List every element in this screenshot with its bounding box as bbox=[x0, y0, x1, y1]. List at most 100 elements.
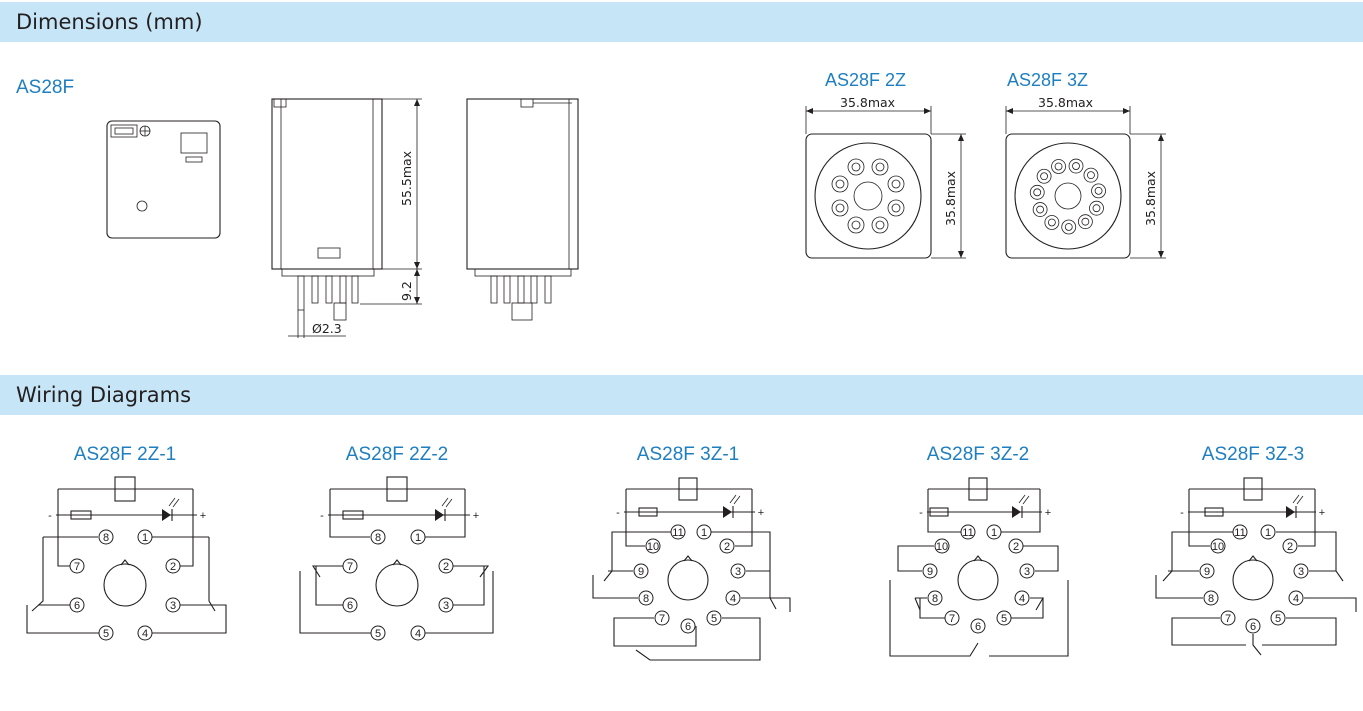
negative-terminal-label: - bbox=[48, 510, 52, 522]
pin-label: 9 bbox=[1204, 566, 1210, 578]
pin-2: 2 bbox=[719, 538, 735, 554]
wiring-title: AS28F 3Z-2 bbox=[927, 444, 1029, 465]
base-2z-title: AS28F 2Z bbox=[825, 70, 906, 90]
pin-3: 3 bbox=[1293, 563, 1309, 579]
base-3z-width-label: 35.8max bbox=[1038, 95, 1093, 110]
pin-label: 1 bbox=[415, 532, 421, 544]
pin-1: 1 bbox=[986, 524, 1002, 540]
base-2z-width-label: 35.8max bbox=[840, 95, 895, 110]
resistor-symbol bbox=[342, 510, 364, 520]
relay-side-view bbox=[466, 98, 579, 321]
pin-8: 8 bbox=[1203, 590, 1219, 606]
pin-1: 1 bbox=[1260, 524, 1276, 540]
pin-label: 6 bbox=[74, 600, 80, 612]
pin-11: 11 bbox=[670, 524, 686, 540]
coil-symbol bbox=[114, 476, 136, 502]
wiring-title: AS28F 3Z-3 bbox=[1202, 444, 1304, 465]
led-diode-symbol bbox=[162, 509, 171, 521]
pin-3: 3 bbox=[165, 597, 181, 613]
pin-11: 11 bbox=[960, 524, 976, 540]
pin-label: 7 bbox=[347, 561, 353, 573]
pin-label: 7 bbox=[659, 613, 665, 625]
pin-label: 1 bbox=[142, 532, 148, 544]
pin-label: 4 bbox=[730, 593, 736, 605]
base-3z-drawing bbox=[1005, 106, 1166, 259]
pin-label: 2 bbox=[724, 541, 730, 553]
pin-label: 8 bbox=[103, 532, 109, 544]
base-2z-drawing bbox=[805, 106, 966, 259]
pin-1: 1 bbox=[410, 529, 426, 545]
pin-label: 4 bbox=[415, 628, 421, 640]
pin-7: 7 bbox=[342, 558, 358, 574]
pin-label: 6 bbox=[1250, 621, 1256, 633]
pin-7: 7 bbox=[654, 610, 670, 626]
pin-label: 4 bbox=[142, 628, 148, 640]
pin-2: 2 bbox=[1282, 538, 1298, 554]
pin-2: 2 bbox=[1008, 538, 1024, 554]
dimensions-heading: Dimensions (mm) bbox=[16, 10, 203, 34]
pin-diameter-label: Ø2.3 bbox=[312, 321, 342, 336]
height-label: 55.5max bbox=[399, 151, 414, 206]
wiring-title: AS28F 2Z-1 bbox=[74, 444, 176, 465]
pin-label: 7 bbox=[74, 561, 80, 573]
pin-5: 5 bbox=[706, 610, 722, 626]
base-3z-height-label: 35.8max bbox=[1143, 171, 1158, 226]
pin-3: 3 bbox=[438, 597, 454, 613]
pin-9: 9 bbox=[1199, 563, 1215, 579]
pin-11: 11 bbox=[1232, 524, 1248, 540]
pin-7: 7 bbox=[944, 610, 960, 626]
positive-terminal-label: + bbox=[200, 510, 206, 522]
pin-label: 4 bbox=[1019, 593, 1025, 605]
pin-label: 8 bbox=[1208, 593, 1214, 605]
pin-8: 8 bbox=[370, 529, 386, 545]
wiring-section-header: Wiring Diagrams bbox=[0, 375, 1363, 415]
pin-4: 4 bbox=[410, 625, 426, 641]
pin-6: 6 bbox=[680, 618, 696, 634]
led-diode-symbol bbox=[1012, 506, 1021, 518]
pin-5: 5 bbox=[370, 625, 386, 641]
pin-3: 3 bbox=[730, 563, 746, 579]
pin-label: 4 bbox=[1293, 593, 1299, 605]
positive-terminal-label: + bbox=[758, 507, 764, 519]
relay-front-view bbox=[271, 98, 422, 338]
positive-terminal-label: + bbox=[473, 510, 479, 522]
positive-terminal-label: + bbox=[1045, 507, 1051, 519]
pin-label: 8 bbox=[932, 593, 938, 605]
pin-label: 8 bbox=[375, 532, 381, 544]
pin-label: 8 bbox=[643, 593, 649, 605]
pin-label: 10 bbox=[936, 541, 948, 553]
pin-2: 2 bbox=[438, 558, 454, 574]
pin-label: 5 bbox=[375, 628, 381, 640]
pin-10: 10 bbox=[934, 538, 950, 554]
led-diode-symbol bbox=[1286, 506, 1295, 518]
pin-label: 3 bbox=[170, 600, 176, 612]
pin-label: 6 bbox=[685, 621, 691, 633]
resistor-symbol bbox=[638, 507, 658, 517]
pin-label: 5 bbox=[1275, 613, 1281, 625]
pin-1: 1 bbox=[696, 524, 712, 540]
pin-label: 3 bbox=[1024, 566, 1030, 578]
pin-label: 3 bbox=[1298, 566, 1304, 578]
resistor-symbol bbox=[929, 507, 949, 517]
pin-6: 6 bbox=[1245, 618, 1261, 634]
pin-length-label: 9.2 bbox=[399, 281, 414, 301]
pin-label: 3 bbox=[735, 566, 741, 578]
pin-label: 1 bbox=[701, 527, 707, 539]
pin-label: 3 bbox=[443, 600, 449, 612]
pin-label: 2 bbox=[1013, 541, 1019, 553]
pin-8: 8 bbox=[98, 529, 114, 545]
pin-label: 10 bbox=[647, 541, 659, 553]
pin-10: 10 bbox=[645, 538, 661, 554]
negative-terminal-label: - bbox=[320, 510, 324, 522]
led-diode-symbol bbox=[435, 509, 444, 521]
pin-8: 8 bbox=[638, 590, 654, 606]
pin-5: 5 bbox=[996, 610, 1012, 626]
negative-terminal-label: - bbox=[616, 507, 620, 519]
pin-4: 4 bbox=[1288, 590, 1304, 606]
wiring-heading: Wiring Diagrams bbox=[16, 383, 192, 407]
pin-label: 2 bbox=[170, 561, 176, 573]
pin-label: 7 bbox=[1225, 613, 1231, 625]
